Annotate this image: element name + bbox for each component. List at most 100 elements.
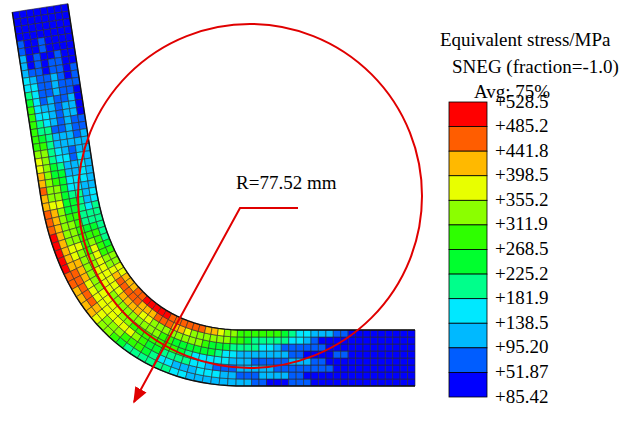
mesh-element — [244, 330, 251, 337]
color-bar — [449, 102, 487, 397]
mesh-element — [281, 344, 288, 351]
mesh-element — [46, 186, 54, 195]
mesh-element — [259, 372, 267, 379]
color-band — [449, 102, 487, 127]
mesh-element — [281, 372, 288, 379]
mesh-element — [363, 365, 370, 372]
value-label: +268.5 — [495, 239, 548, 260]
mesh-element — [318, 365, 326, 372]
mesh-element — [229, 351, 237, 358]
mesh-element — [378, 330, 385, 337]
value-label: +95.20 — [495, 337, 548, 358]
mesh-element — [370, 372, 378, 379]
mesh-element — [333, 358, 340, 365]
value-label: +355.2 — [495, 190, 548, 211]
mesh-element — [363, 358, 370, 365]
mesh-element — [210, 334, 218, 342]
mesh-element — [252, 351, 259, 358]
mesh-element — [23, 32, 31, 40]
color-band — [449, 176, 487, 201]
mesh-element — [400, 372, 408, 379]
mesh-element — [230, 337, 237, 344]
mesh-element — [356, 379, 363, 386]
mesh-element — [237, 358, 245, 365]
mesh-element — [252, 372, 259, 379]
mesh-element — [393, 379, 400, 386]
mesh-element — [267, 351, 274, 358]
mesh-element — [356, 365, 363, 372]
value-label: +138.5 — [495, 313, 548, 334]
tube-outline — [68, 4, 415, 330]
mesh-element — [408, 365, 415, 372]
mesh-element — [214, 356, 222, 364]
mesh-element — [267, 372, 274, 379]
mesh-element — [259, 337, 267, 344]
mesh-element — [274, 358, 281, 365]
mesh-element — [228, 372, 236, 379]
mesh-element — [385, 337, 392, 344]
mesh-element — [237, 330, 244, 337]
mesh-element — [408, 330, 415, 337]
mesh-element — [296, 344, 303, 351]
mesh-element — [333, 379, 340, 386]
mesh-element — [385, 358, 392, 365]
mesh-element — [289, 365, 297, 372]
mesh-element — [244, 358, 251, 365]
mesh-element — [311, 337, 318, 344]
mesh-element — [370, 337, 378, 344]
mesh-element — [43, 74, 51, 82]
mesh-element — [57, 117, 65, 125]
mesh-element — [341, 365, 349, 372]
mesh-element — [296, 372, 303, 379]
mesh-element — [289, 330, 297, 337]
mesh-element — [370, 358, 378, 365]
mesh-element — [341, 358, 349, 365]
mesh-element — [229, 358, 237, 365]
mesh-element — [304, 372, 311, 379]
mesh-element — [259, 358, 267, 365]
mesh-element — [348, 379, 355, 386]
mesh-element — [220, 371, 229, 379]
mesh-element — [356, 372, 363, 379]
mesh-element — [385, 351, 392, 358]
mesh-element — [333, 351, 340, 358]
mesh-element — [408, 379, 415, 386]
mesh-element — [408, 372, 415, 379]
color-band — [449, 200, 487, 225]
value-label: +51.87 — [495, 362, 548, 383]
mesh-element — [348, 358, 355, 365]
mesh-element — [341, 344, 349, 351]
mesh-element — [363, 379, 370, 386]
mesh-element — [400, 358, 408, 365]
mesh-element — [281, 337, 288, 344]
mesh-element — [296, 337, 303, 344]
mesh-element — [304, 344, 311, 351]
color-band — [449, 250, 487, 275]
mesh-element — [311, 330, 318, 337]
mesh-element — [400, 365, 408, 372]
mesh-element — [244, 351, 251, 358]
mesh-element — [236, 372, 244, 379]
mesh-element — [224, 329, 231, 337]
mesh-element — [296, 351, 303, 358]
mesh-element — [259, 379, 267, 386]
mesh-element — [221, 357, 229, 365]
mesh-element — [370, 365, 378, 372]
mesh-element — [408, 358, 415, 365]
mesh-element — [222, 350, 230, 358]
mesh-element — [281, 379, 288, 386]
mesh-element — [370, 351, 378, 358]
mesh-element — [341, 379, 349, 386]
mesh-element — [296, 365, 303, 372]
mesh-element — [274, 330, 281, 337]
dimension-label: R=77.52 mm — [236, 173, 336, 194]
mesh-element — [363, 337, 370, 344]
mesh-element — [252, 379, 259, 386]
mesh-element — [393, 337, 400, 344]
mesh-element — [212, 370, 221, 378]
mesh-element — [259, 351, 267, 358]
mesh-element — [223, 336, 230, 344]
color-band — [449, 299, 487, 324]
mesh-element — [363, 372, 370, 379]
mesh-element — [252, 337, 259, 344]
